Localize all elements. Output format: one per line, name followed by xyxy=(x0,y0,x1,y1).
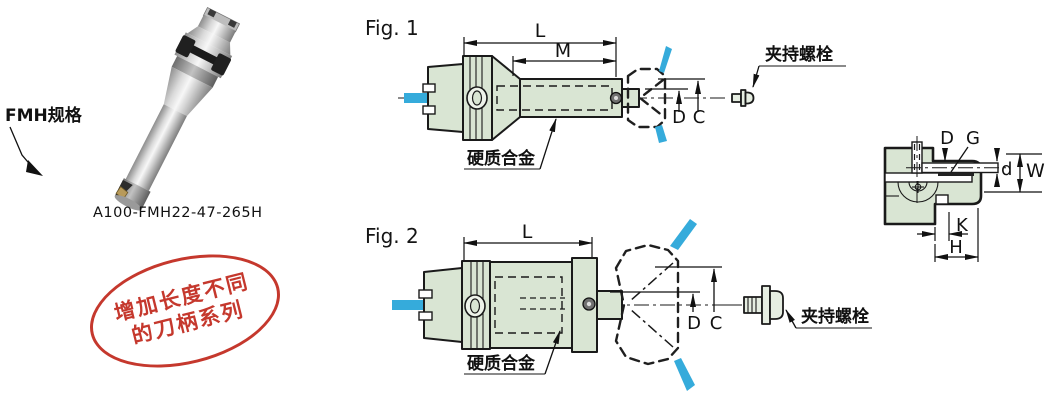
fig2-bolt-label: 夹持螺栓 xyxy=(801,306,869,327)
fig2-dim-D: D xyxy=(687,313,701,334)
fmh-callout-arrowhead xyxy=(26,160,43,176)
hsk-slot xyxy=(207,8,217,18)
cyan-highlight xyxy=(404,93,428,103)
fig1-cone xyxy=(491,55,521,141)
fig2-carbide-leader xyxy=(544,330,561,375)
detail-block xyxy=(883,146,983,226)
fig2-label: Fig. 2 xyxy=(365,224,419,248)
cyan-highlight xyxy=(659,46,672,73)
fig2-shank-notch xyxy=(418,311,433,321)
fmh-spec-callout: FMH规格 xyxy=(5,105,83,126)
detail-dim-W: W xyxy=(1026,160,1045,182)
fig1-carbide-label: 硬质合金 xyxy=(467,148,536,169)
fig2-body xyxy=(489,261,573,349)
fig2-cutter-outline xyxy=(614,243,680,366)
detail-section-view: D G d W K H xyxy=(883,128,1045,262)
fig2-hsk-shank xyxy=(423,267,463,343)
fig1-dim-D: D xyxy=(672,107,686,128)
fig2-pilot xyxy=(596,290,623,320)
hsk-slot xyxy=(227,19,237,28)
fig1-bolt-leader xyxy=(752,65,760,88)
detail-dim-D: D xyxy=(940,128,954,149)
fig2-clamping-bolt xyxy=(743,285,784,325)
detail-dim-G: G xyxy=(966,128,980,149)
fig1-cutter-vee xyxy=(638,78,665,118)
fig1-bolt-label: 夹持螺栓 xyxy=(765,44,833,65)
flange-ring xyxy=(171,56,219,88)
fig2-dim-C: C xyxy=(710,313,723,334)
hsk-taper xyxy=(197,14,236,43)
detail-dim-H: H xyxy=(949,237,963,258)
fig1-pilot xyxy=(621,88,640,108)
clamp-block xyxy=(211,53,231,76)
cyan-highlight xyxy=(670,219,697,250)
fig2-carbide-label: 硬质合金 xyxy=(467,353,536,374)
fig1-dim-M: M xyxy=(555,40,571,62)
taper-cone xyxy=(187,26,231,56)
fig1-drawing: Fig. 1 L M D C 硬质合金 xyxy=(365,16,846,170)
model-number: A100-FMH22-47-265H xyxy=(93,205,263,221)
shank xyxy=(125,104,187,191)
fig1-shank-notch xyxy=(422,83,436,93)
fig1-shank-notch xyxy=(422,105,436,115)
fig1-body xyxy=(519,78,623,118)
fig1-dim-L: L xyxy=(535,20,546,42)
fig2-dim-L: L xyxy=(522,221,533,243)
fig2-shank-notch xyxy=(418,289,433,299)
fig1-hsk-shank xyxy=(427,63,464,133)
cyan-highlight xyxy=(655,125,667,143)
fig1-cutter-outline xyxy=(626,67,667,129)
detail-dim-K: K xyxy=(956,215,969,236)
detail-notch xyxy=(935,194,949,205)
detail-G-leader xyxy=(950,146,969,173)
fig1-clamping-bolt xyxy=(731,89,755,107)
fig2-carbide-core xyxy=(494,276,563,334)
detail-thread xyxy=(938,172,974,176)
tip-face xyxy=(114,195,142,211)
body-cone xyxy=(163,66,213,117)
fig1-carbide-core xyxy=(496,85,613,111)
cyan-highlight xyxy=(674,358,695,391)
detail-dim-d: d xyxy=(1001,159,1012,180)
fig1-label: Fig. 1 xyxy=(365,16,419,40)
clamp-block xyxy=(175,35,196,58)
fig1-dim-C: C xyxy=(693,107,706,128)
fig2-drawing: Fig. 2 L D C 硬质合金 xyxy=(365,219,872,391)
detail-screw-arc xyxy=(897,181,939,203)
fig1-carbide-leader xyxy=(539,118,557,170)
tool-photo: FMH规格 A100-FMH22-47-265H xyxy=(5,6,263,221)
cyan-highlight xyxy=(392,300,424,310)
fig2-bolt-leader xyxy=(785,309,797,329)
